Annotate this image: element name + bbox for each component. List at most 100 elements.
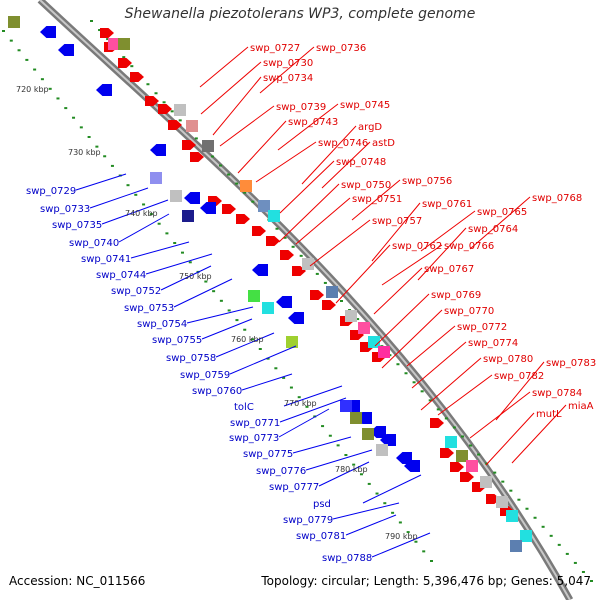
forward-gene-arrow [236,214,250,224]
forward-gene-arrow [266,236,280,246]
gc-dot [517,498,521,501]
leader-line [186,306,254,324]
leader-line [160,265,212,291]
tick-label: 770 kbp [284,399,317,408]
gene-box [248,290,260,302]
leader-line [332,502,400,520]
gene-label: tolC [234,402,254,413]
gene-box [8,16,20,28]
gene-label: mutL [536,409,562,420]
gc-dot [299,254,303,257]
gene-label: swp_0764 [468,224,518,235]
gc-dot [178,119,182,122]
gc-dot [188,261,192,264]
forward-gene-arrow [182,140,196,150]
leader-line [212,76,262,136]
gene-box [510,540,522,552]
topology-label: Topology: circular; Length: 5,396,476 bp… [261,574,591,588]
gc-dot [130,65,134,68]
gc-dot [493,471,497,474]
gene-label: swp_0735 [52,220,102,231]
gene-label: swp_0752 [111,286,161,297]
gc-dot [477,453,481,456]
gc-dot [557,543,561,546]
reverse-gene-arrow [40,26,56,38]
gc-dot [315,272,319,275]
leader-line [278,408,330,438]
gene-label: miaA [568,401,594,412]
gc-dot [359,473,363,476]
gene-features [8,16,532,552]
gc-dot [227,309,231,312]
reverse-gene-arrow [276,296,292,308]
reverse-gene-arrow [200,202,216,214]
forward-gene-arrow [168,120,182,130]
tick-label: 720 kbp [16,85,49,94]
gene-box [358,322,370,334]
gc-dot [541,525,545,528]
gc-dot [142,203,146,206]
leader-line [283,385,343,407]
forward-gene-arrow [158,104,172,114]
gene-label: swp_0743 [288,117,338,128]
leader-line [130,241,190,259]
gene-box [118,38,130,50]
gc-dot [25,58,29,61]
gene-label: argD [358,122,382,133]
gene-label: swp_0769 [431,290,481,301]
leader-line [371,532,431,558]
leader-line [229,345,297,375]
gene-box [202,140,214,152]
gc-dot [398,521,402,524]
forward-gene-arrow [322,300,336,310]
gene-label: swp_0751 [352,194,402,205]
gene-box [445,436,457,448]
gene-box [174,104,186,116]
leader-line [301,125,357,185]
blue-gene-labels: swp_0729 swp_0733 swp_0735 swp_0740 swp_… [26,186,372,564]
leader-line [411,341,467,389]
gc-dot [428,399,432,402]
leader-line [173,278,233,308]
gc-dot [501,480,505,483]
gc-dot [275,227,279,230]
gc-dot [2,30,5,32]
gc-dot [95,145,99,148]
gc-dot [154,92,158,95]
gc-dot [590,580,593,582]
gene-label: swp_0782 [494,371,544,382]
gene-box [350,412,362,424]
reverse-gene-arrow [184,192,200,204]
gc-dot [210,155,214,158]
forward-gene-arrow [450,462,464,472]
gene-box [480,476,492,488]
gc-dot [406,531,410,534]
gene-box [345,310,357,322]
gc-dot [321,425,325,428]
genome-title: Shewanella piezotolerans WP3, complete g… [124,6,476,22]
gc-dot [460,435,464,438]
forward-gene-arrow [145,96,159,106]
gc-dot [430,560,433,562]
leader-line [309,219,371,267]
gene-box [150,172,162,184]
gene-label: swp_0736 [316,43,366,54]
gene-box [326,286,338,298]
gc-dot [396,363,400,366]
label-leader-lines [75,46,567,558]
leader-line [255,141,317,183]
leader-line [75,173,127,191]
forward-gene-arrow [118,58,132,68]
gene-label: swp_0758 [166,353,216,364]
gene-box [302,258,314,270]
gc-dot [126,184,130,187]
gene-label: swp_0745 [340,100,390,111]
leader-line [145,253,213,275]
leader-line [199,46,249,88]
leader-line [279,397,347,423]
forward-gene-arrow [252,226,266,236]
tick-label: 740 kbp [125,209,158,218]
gc-dot [266,357,270,360]
gene-box [368,336,380,348]
